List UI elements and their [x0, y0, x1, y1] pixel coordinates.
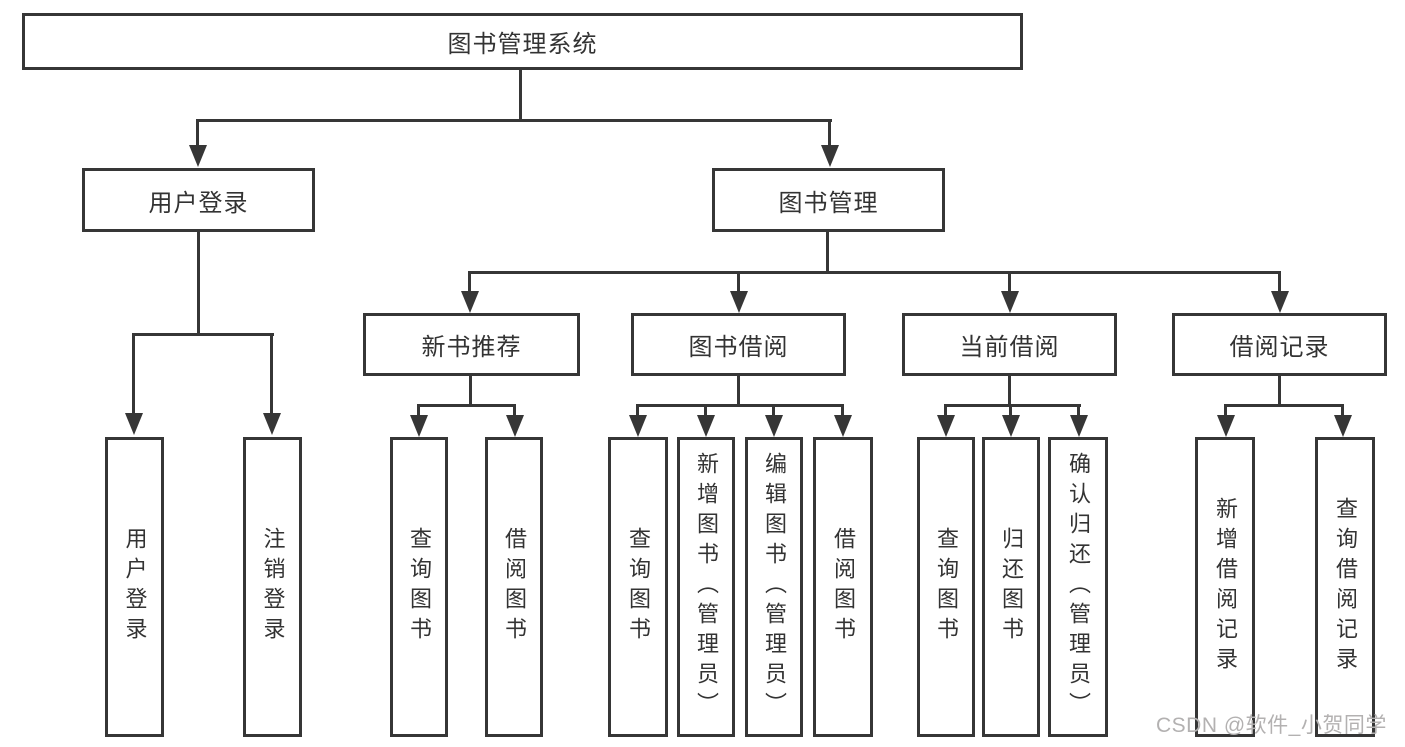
arrow-down-icon [765, 415, 783, 437]
connector-line [1341, 406, 1344, 417]
node-root: 图书管理系统 [22, 13, 1023, 70]
arrow-down-icon [461, 291, 479, 313]
node-leaf-borrow-add-book: 新增图书（管理员） [677, 437, 735, 737]
connector-line [944, 404, 1081, 407]
connector-line [513, 406, 516, 417]
connector-line [1008, 375, 1011, 407]
node-leaf-record-add: 新增借阅记录 [1195, 437, 1255, 737]
connector-line [132, 333, 274, 336]
connector-line [417, 406, 420, 417]
node-book-borrow: 图书借阅 [631, 313, 846, 376]
connector-line [132, 335, 135, 415]
connector-line [636, 406, 639, 417]
arrow-down-icon [629, 415, 647, 437]
node-leaf-record-query: 查询借阅记录 [1315, 437, 1375, 737]
connector-line [196, 121, 199, 148]
node-borrow-record: 借阅记录 [1172, 313, 1387, 376]
arrow-down-icon [1271, 291, 1289, 313]
connector-line [196, 119, 832, 122]
connector-line [1009, 406, 1012, 417]
node-leaf-borrow-borrow-book: 借阅图书 [813, 437, 873, 737]
arrow-down-icon [1001, 291, 1019, 313]
arrow-down-icon [189, 145, 207, 167]
connector-line [1224, 406, 1227, 417]
arrow-down-icon [834, 415, 852, 437]
arrow-down-icon [730, 291, 748, 313]
connector-line [841, 406, 844, 417]
connector-line [1077, 406, 1080, 417]
node-new-book-recommend: 新书推荐 [363, 313, 580, 376]
connector-line [468, 271, 1281, 274]
connector-line [469, 375, 472, 407]
connector-line [468, 273, 471, 293]
connector-line [828, 121, 831, 148]
arrow-down-icon [1334, 415, 1352, 437]
arrow-down-icon [1070, 415, 1088, 437]
node-leaf-borrow-query-book: 查询图书 [608, 437, 668, 737]
node-leaf-user-login: 用户登录 [105, 437, 164, 737]
arrow-down-icon [697, 415, 715, 437]
arrow-down-icon [1002, 415, 1020, 437]
connector-line [1278, 375, 1281, 407]
connector-line [772, 406, 775, 417]
connector-line [704, 406, 707, 417]
connector-line [737, 375, 740, 407]
arrow-down-icon [125, 413, 143, 435]
node-leaf-recommend-borrow-book: 借阅图书 [485, 437, 543, 737]
watermark: CSDN @软件_小贺同学 [1156, 714, 1387, 737]
arrow-down-icon [821, 145, 839, 167]
node-leaf-logout: 注销登录 [243, 437, 302, 737]
node-leaf-current-query-book: 查询图书 [917, 437, 975, 737]
connector-line [1008, 273, 1011, 293]
connector-line [1224, 404, 1344, 407]
connector-line [519, 69, 522, 121]
node-leaf-current-confirm-return: 确认归还（管理员） [1048, 437, 1108, 737]
node-leaf-recommend-query-book: 查询图书 [390, 437, 448, 737]
arrow-down-icon [410, 415, 428, 437]
connector-line [197, 231, 200, 335]
connector-line [636, 404, 844, 407]
arrow-down-icon [1217, 415, 1235, 437]
node-leaf-current-return-book: 归还图书 [982, 437, 1040, 737]
arrow-down-icon [506, 415, 524, 437]
connector-line [737, 273, 740, 293]
arrow-down-icon [937, 415, 955, 437]
node-current-borrow: 当前借阅 [902, 313, 1117, 376]
connector-line [1278, 273, 1281, 293]
connector-line [826, 231, 829, 274]
connector-line [944, 406, 947, 417]
node-book-management: 图书管理 [712, 168, 945, 232]
node-leaf-borrow-edit-book: 编辑图书（管理员） [745, 437, 803, 737]
arrow-down-icon [263, 413, 281, 435]
node-user-login: 用户登录 [82, 168, 315, 232]
connector-line [417, 404, 516, 407]
connector-line [270, 335, 273, 415]
